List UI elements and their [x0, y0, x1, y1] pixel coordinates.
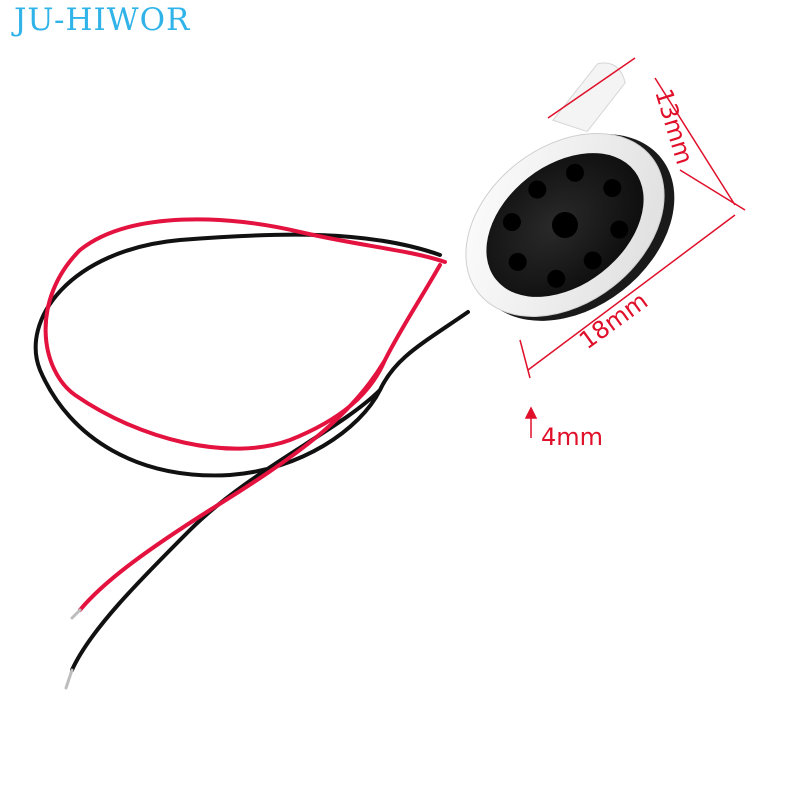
brand-logo-text: JU-HIWOR — [14, 2, 191, 38]
grill-holes — [502, 163, 629, 288]
dimension-annotations — [519, 57, 746, 438]
speaker-body — [465, 62, 675, 321]
dim-line-13mm — [654, 77, 736, 206]
red-wire — [43, 217, 447, 612]
dimension-label-4mm: 4mm — [541, 423, 603, 451]
dim-line-18mm — [527, 214, 736, 371]
mounting-tab — [552, 62, 626, 133]
black-wire — [33, 232, 470, 672]
speaker-wires — [33, 217, 470, 690]
